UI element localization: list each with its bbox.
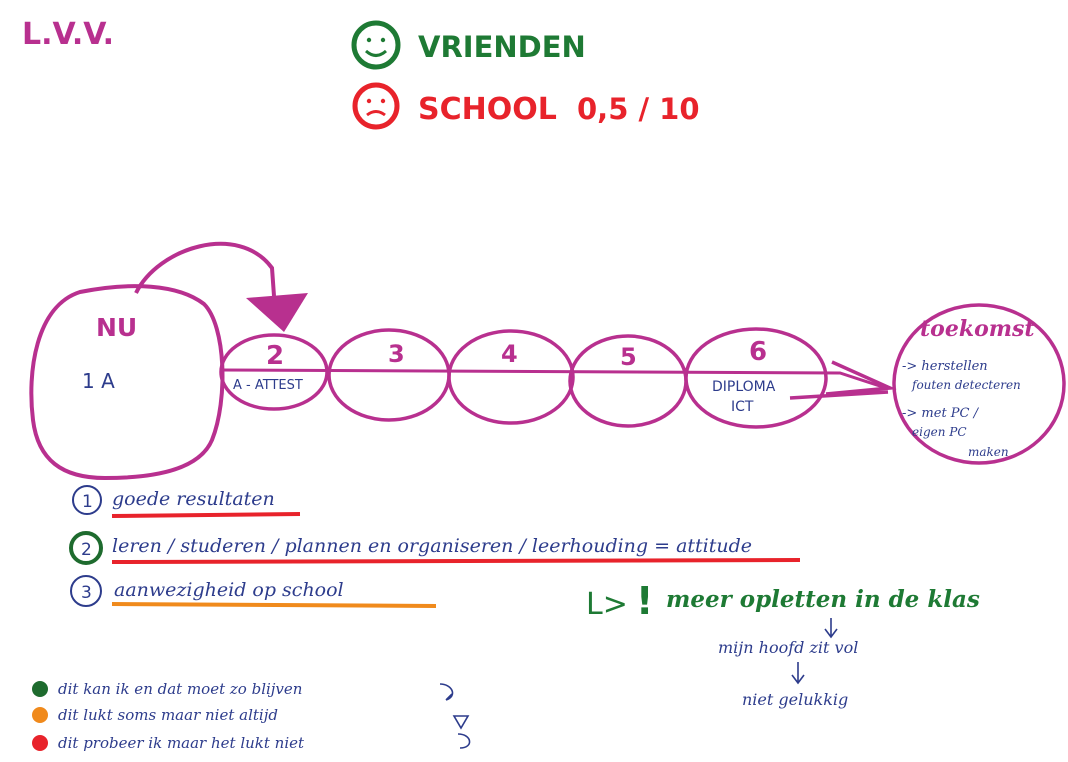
future-line1: -> herstellen	[902, 359, 988, 374]
sad-face-icon	[352, 82, 400, 130]
timeline-line	[219, 368, 887, 390]
now-blob	[29, 284, 225, 481]
note-arrow: L>	[586, 587, 628, 622]
year-4-number: 4	[501, 340, 518, 368]
year-6-note-line1: DIPLOMA	[712, 379, 776, 395]
legend-dot-red	[32, 735, 48, 751]
friends-label: VRIENDEN	[418, 30, 586, 64]
goal-3-circle	[70, 575, 102, 607]
note-line3: niet gelukkig	[742, 690, 848, 709]
goal-1-circle	[72, 485, 102, 515]
legend-dot-orange	[32, 707, 48, 723]
school-label: SCHOOL	[418, 92, 557, 127]
goal-2-number: 2	[81, 540, 92, 560]
year-6-ellipse	[684, 327, 828, 429]
school-score: 0,5 / 10	[577, 92, 700, 126]
legend-text-orange: dit lukt soms maar niet altijd	[58, 706, 278, 724]
legend-text-red: dit probeer ik maar het lukt niet	[58, 734, 305, 752]
future-line5: maken	[968, 445, 1009, 459]
goal-1-number: 1	[82, 492, 93, 512]
goal-3-number: 3	[81, 583, 92, 603]
goal-3-underline	[111, 602, 437, 608]
goal-item-3: 3 aanwezigheid op school	[70, 575, 437, 608]
legend-item-red: dit probeer ik maar het lukt niet	[32, 734, 305, 752]
initials: L.V.V.	[22, 17, 114, 52]
note-down-arrow-1-icon	[824, 618, 838, 639]
note-main: meer opletten in de klas	[666, 586, 980, 613]
legend-curl-arrow-2-icon	[452, 715, 471, 749]
goal-1-text: goede resultaten	[112, 488, 275, 510]
note-down-arrow-2-icon	[791, 662, 805, 685]
legend-item-orange: dit lukt soms maar niet altijd	[32, 706, 278, 724]
legend-text-green: dit kan ik en dat moet zo blijven	[58, 680, 302, 698]
future-line4: eigen PC	[912, 425, 967, 439]
goal-2-underline	[111, 558, 801, 564]
goal-item-1: 1 goede resultaten	[72, 485, 301, 518]
legend-curl-arrow-1-icon	[439, 683, 454, 701]
legend-item-green: dit kan ik en dat moet zo blijven	[32, 680, 302, 698]
goal-2-circle	[69, 531, 103, 565]
smiley-icon	[351, 20, 401, 70]
future-line3: -> met PC /	[902, 406, 980, 421]
arrowhead-icon	[246, 293, 308, 332]
future-line2: fouten detecteren	[911, 378, 1021, 392]
goal-item-2: 2 leren / studeren / plannen en organise…	[69, 531, 801, 565]
curved-arrow	[134, 241, 276, 297]
year-2-note: A - ATTEST	[233, 378, 303, 393]
year-3-number: 3	[388, 340, 405, 368]
goal-2-text: leren / studeren / plannen en organisere…	[112, 535, 752, 557]
year-2-number: 2	[266, 341, 284, 371]
now-value: 1 A	[82, 369, 115, 393]
year-5-number: 5	[620, 343, 637, 371]
year-6-number: 6	[749, 337, 767, 367]
timeline-arrowhead-icon	[789, 360, 897, 400]
now-title: NU	[96, 313, 137, 342]
future-circle	[892, 303, 1066, 465]
note-line2: mijn hoofd zit vol	[718, 638, 858, 657]
note-exclamation: !	[636, 579, 653, 623]
future-title: toekomst	[920, 316, 1035, 342]
goal-1-underline	[111, 512, 301, 518]
goal-3-text: aanwezigheid op school	[114, 579, 344, 601]
year-6-note-line2: ICT	[731, 399, 754, 415]
legend-dot-green	[32, 681, 48, 697]
year-4-ellipse	[447, 329, 575, 425]
